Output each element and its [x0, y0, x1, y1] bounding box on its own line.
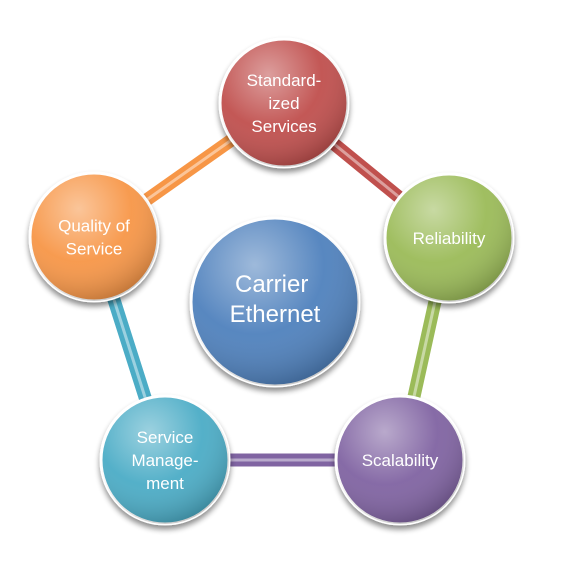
node-label-line-standardized-services-1: Standard-: [247, 71, 322, 90]
node-label-scalability: Scalability: [362, 451, 439, 470]
node-label-quality-of-service: Quality of Service: [58, 217, 130, 259]
node-scalability: Scalability: [334, 394, 466, 526]
center-label: Carrier Ethernet: [230, 271, 321, 328]
center-label-line-1: Carrier: [235, 271, 308, 298]
node-shine-service-management: [101, 396, 229, 524]
node-label-line-scalability-1: Scalability: [362, 451, 439, 470]
node-reliability: Reliability: [383, 172, 515, 304]
node-label-line-quality-of-service-1: Quality of: [58, 217, 130, 236]
center-label-line-2: Ethernet: [230, 301, 321, 328]
node-shine-scalability: [336, 396, 464, 524]
center-node: Carrier Ethernet: [189, 216, 361, 388]
node-label-line-service-management-2: Manage-: [131, 451, 198, 470]
node-label-line-service-management-1: Service: [137, 428, 194, 447]
node-quality-of-service: Quality of Service: [28, 171, 160, 303]
node-label-line-standardized-services-3: Services: [251, 117, 316, 136]
node-shine-standardized-services: [220, 39, 348, 167]
node-shine-reliability: [385, 174, 513, 302]
node-label-line-service-management-3: ment: [146, 474, 184, 493]
node-label-line-reliability-1: Reliability: [413, 229, 486, 248]
node-label-line-quality-of-service-2: Service: [66, 240, 123, 259]
node-shine-quality-of-service: [30, 173, 158, 301]
node-label-line-standardized-services-2: ized: [268, 94, 299, 113]
node-label-reliability: Reliability: [413, 229, 486, 248]
